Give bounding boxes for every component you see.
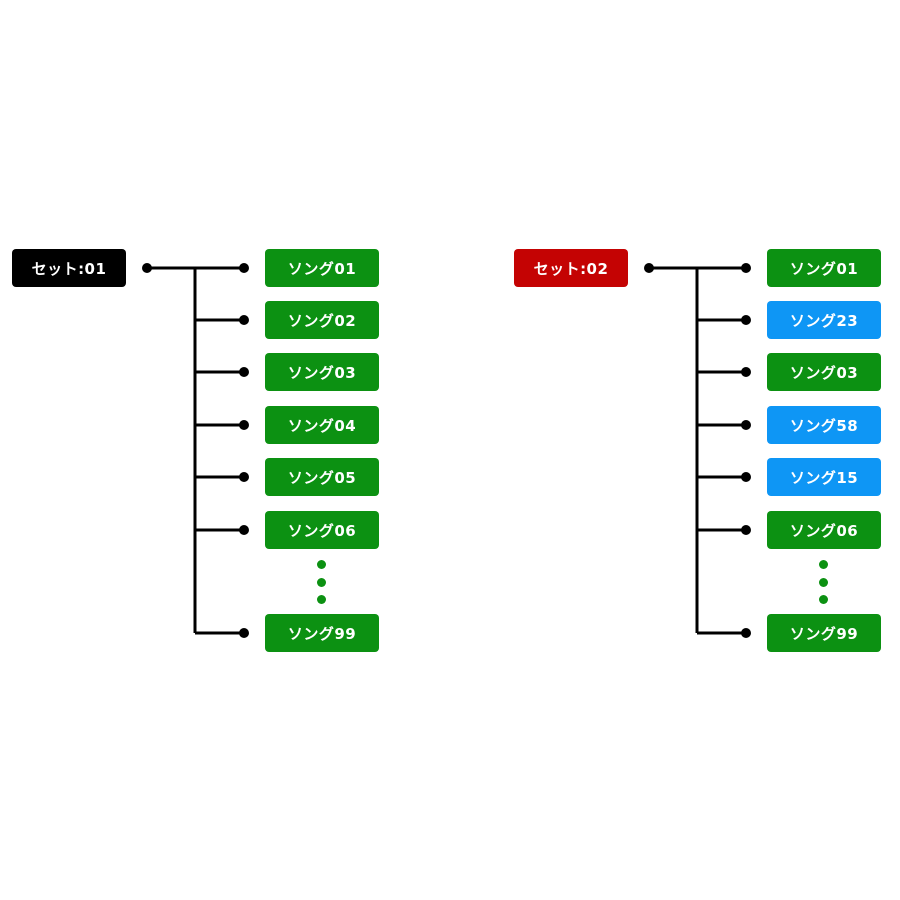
connector-dot bbox=[239, 263, 249, 273]
ellipsis-dot bbox=[819, 560, 828, 569]
connector-dot bbox=[644, 263, 654, 273]
connector-dot bbox=[239, 472, 249, 482]
song-box: ソング03 bbox=[265, 353, 379, 391]
ellipsis-dot bbox=[317, 560, 326, 569]
connector-dot bbox=[239, 628, 249, 638]
song-box: ソング05 bbox=[265, 458, 379, 496]
tree-connectors-01 bbox=[142, 263, 249, 638]
song-box: ソング03 bbox=[767, 353, 881, 391]
connector-dot bbox=[741, 367, 751, 377]
connector-dot bbox=[741, 420, 751, 430]
connector-dot bbox=[239, 315, 249, 325]
connector-dots bbox=[142, 263, 249, 638]
ellipsis-dot bbox=[317, 595, 326, 604]
connector-dot bbox=[741, 472, 751, 482]
connector-dot bbox=[142, 263, 152, 273]
connector-lines bbox=[147, 266, 244, 635]
tree-connectors-02 bbox=[644, 263, 751, 638]
song-box: ソング04 bbox=[265, 406, 379, 444]
connector-dots bbox=[644, 263, 751, 638]
song-box: ソング99 bbox=[265, 614, 379, 652]
set-label-box: セット:01 bbox=[12, 249, 126, 287]
set-label-box: セット:02 bbox=[514, 249, 628, 287]
ellipsis-dot bbox=[819, 578, 828, 587]
connector-dot bbox=[239, 525, 249, 535]
connector-dot bbox=[741, 628, 751, 638]
connector-dot bbox=[239, 367, 249, 377]
connector-dot bbox=[741, 315, 751, 325]
set-tree-02: セット:02 ソング01 ソング23 ソング03 ソング58 ソング15 ソング… bbox=[502, 0, 900, 900]
song-box: ソング02 bbox=[265, 301, 379, 339]
song-box: ソング23 bbox=[767, 301, 881, 339]
connector-dot bbox=[741, 525, 751, 535]
song-box: ソング01 bbox=[767, 249, 881, 287]
song-box: ソング01 bbox=[265, 249, 379, 287]
song-box: ソング15 bbox=[767, 458, 881, 496]
connector-dot bbox=[239, 420, 249, 430]
set-tree-01: セット:01 ソング01 ソング02 ソング03 ソング04 ソング05 ソング… bbox=[12, 249, 379, 652]
connector-dot bbox=[741, 263, 751, 273]
song-box: ソング06 bbox=[767, 511, 881, 549]
connector-lines bbox=[649, 266, 746, 635]
ellipsis-dot bbox=[317, 578, 326, 587]
song-box: ソング99 bbox=[767, 614, 881, 652]
ellipsis-dot bbox=[819, 595, 828, 604]
song-box: ソング58 bbox=[767, 406, 881, 444]
song-box: ソング06 bbox=[265, 511, 379, 549]
